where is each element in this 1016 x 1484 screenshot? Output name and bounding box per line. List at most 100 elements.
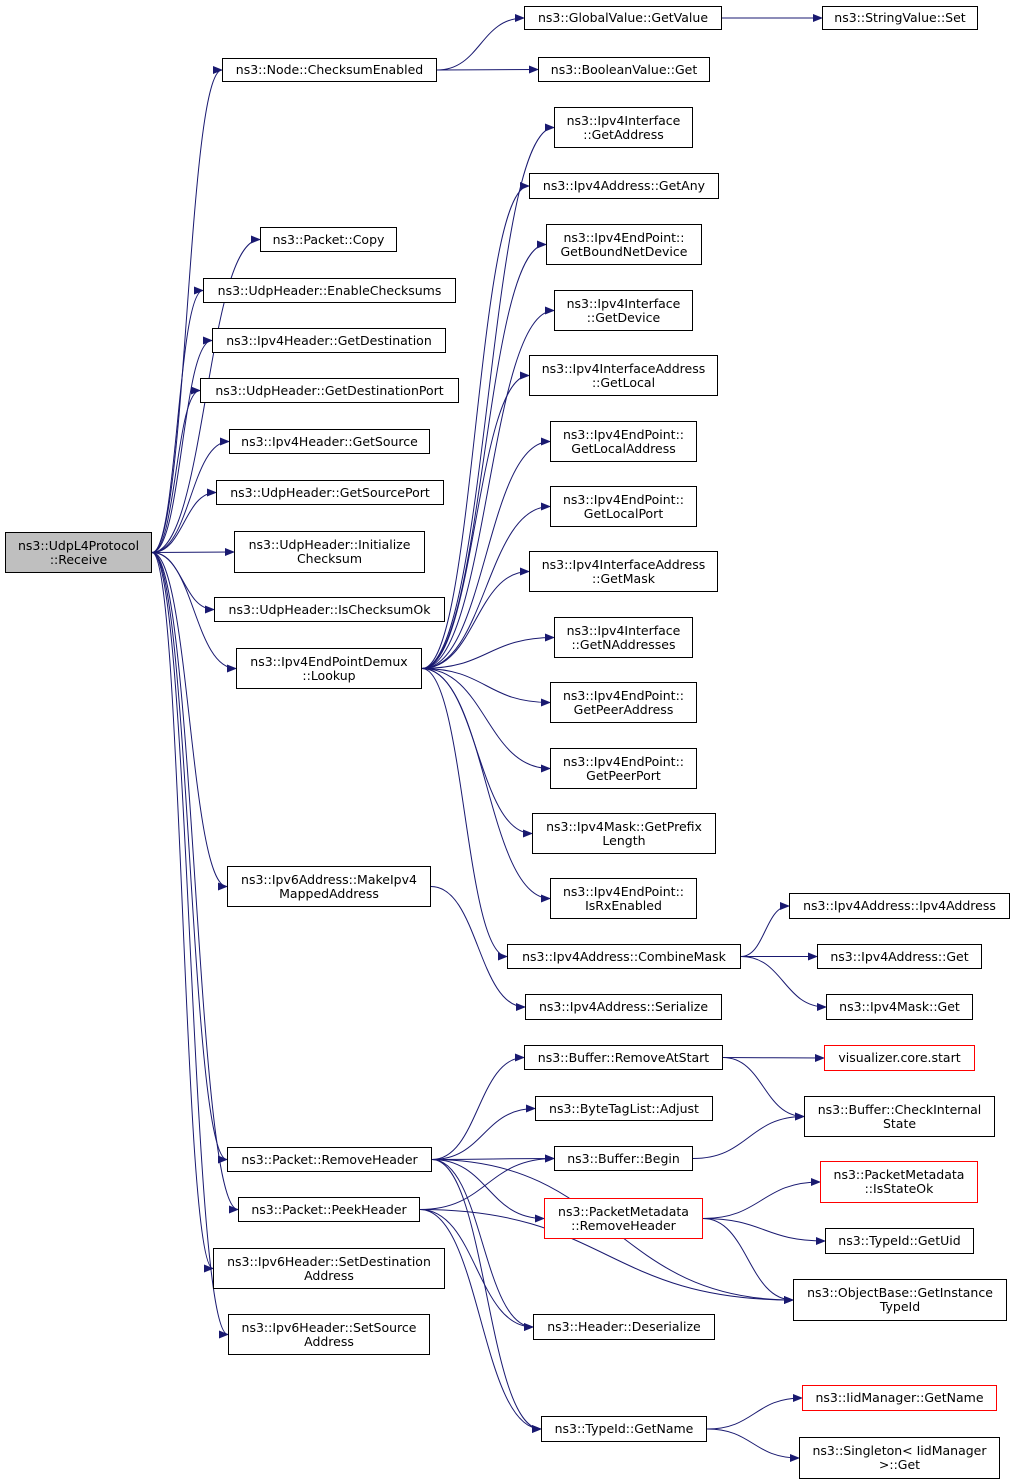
node-header-deserialize[interactable]: ns3::Header::Deserialize: [533, 1314, 715, 1340]
node-ipv6header-setsourceaddress[interactable]: ns3::Ipv6Header::SetSource Address: [228, 1314, 430, 1355]
edge-endpointdemux-lookup-to-endpoint-getlocaladdress: [421, 437, 551, 669]
node-typeid-getuid[interactable]: ns3::TypeId::GetUid: [825, 1228, 974, 1254]
node-endpoint-getboundnetdevice[interactable]: ns3::Ipv4EndPoint:: GetBoundNetDevice: [546, 224, 702, 265]
node-udpheader-getdestinationport[interactable]: ns3::UdpHeader::GetDestinationPort: [200, 378, 459, 403]
node-packetmetadata-isstateok[interactable]: ns3::PacketMetadata ::IsStateOk: [820, 1161, 978, 1203]
edge-ipv4address-combinemask-to-ipv4mask-get: [740, 956, 827, 1011]
edge-receive-to-packet-peekheader: [151, 552, 239, 1214]
edge-receive-to-ipv6header-setdestinationaddress: [151, 552, 214, 1273]
node-packet-removeheader[interactable]: ns3::Packet::RemoveHeader: [227, 1147, 432, 1172]
node-label: ns3::Ipv4Address::Get: [830, 948, 969, 964]
node-iidmanager-getname[interactable]: ns3::IidManager::GetName: [802, 1385, 997, 1411]
edge-ipv6address-makeipv4mappedaddress-to-ipv4address-serialize: [430, 886, 526, 1011]
node-buffer-removeatstart[interactable]: ns3::Buffer::RemoveAtStart: [524, 1045, 723, 1070]
node-label: ns3::Ipv4EndPoint:: GetPeerAddress: [563, 687, 684, 717]
node-ipv6address-makeipv4mappedaddress[interactable]: ns3::Ipv6Address::MakeIpv4 MappedAddress: [227, 866, 431, 907]
node-ipv4interface-getdevice[interactable]: ns3::Ipv4Interface ::GetDevice: [554, 290, 693, 331]
node-endpoint-getlocalport[interactable]: ns3::Ipv4EndPoint:: GetLocalPort: [550, 486, 697, 527]
node-label: ns3::Ipv4EndPoint:: GetLocalPort: [563, 491, 684, 521]
node-label: ns3::Buffer::Begin: [567, 1150, 680, 1166]
node-label: ns3::Ipv4Header::GetSource: [241, 433, 418, 449]
node-ipv4header-getsource[interactable]: ns3::Ipv4Header::GetSource: [229, 429, 430, 454]
edge-packet-peekheader-to-buffer-begin: [419, 1154, 555, 1210]
node-ipv4interface-getaddress[interactable]: ns3::Ipv4Interface ::GetAddress: [554, 107, 693, 148]
node-endpoint-getlocaladdress[interactable]: ns3::Ipv4EndPoint:: GetLocalAddress: [550, 421, 697, 462]
node-label: ns3::Ipv4Address::Serialize: [538, 999, 709, 1014]
node-label: ns3::Ipv4Header::GetDestination: [226, 332, 432, 348]
node-label: ns3::Ipv4EndPoint:: GetBoundNetDevice: [560, 229, 688, 259]
node-ipv4mask-getprefixlength[interactable]: ns3::Ipv4Mask::GetPrefix Length: [532, 813, 716, 854]
node-label: ns3::Ipv4Mask::Get: [839, 999, 960, 1014]
node-label: ns3::PacketMetadata ::IsStateOk: [833, 1167, 965, 1196]
node-label: ns3::Header::Deserialize: [547, 1319, 701, 1334]
node-ipv4address-getany[interactable]: ns3::Ipv4Address::GetAny: [529, 173, 719, 199]
node-checksum-enabled[interactable]: ns3::Node::ChecksumEnabled: [222, 58, 437, 82]
node-label: ns3::Ipv4EndPointDemux ::Lookup: [250, 653, 408, 683]
edge-endpointdemux-lookup-to-interfaceaddress-getmask: [421, 567, 530, 669]
node-udpheader-initializechecksum[interactable]: ns3::UdpHeader::Initialize Checksum: [234, 531, 425, 573]
node-interfaceaddress-getmask[interactable]: ns3::Ipv4InterfaceAddress ::GetMask: [529, 551, 718, 592]
node-label: ns3::Ipv6Header::SetSource Address: [241, 1319, 417, 1349]
node-globalvalue-getvalue[interactable]: ns3::GlobalValue::GetValue: [524, 6, 722, 30]
edge-typeid-getname-to-iidmanager-getname: [706, 1394, 803, 1430]
node-ipv4address-ipv4address[interactable]: ns3::Ipv4Address::Ipv4Address: [789, 893, 1010, 919]
node-label: ns3::Ipv4Mask::GetPrefix Length: [546, 818, 702, 848]
node-singleton-iidmanager-get[interactable]: ns3::Singleton< IidManager >::Get: [799, 1437, 1000, 1479]
node-label: ns3::PacketMetadata ::RemoveHeader: [558, 1203, 689, 1233]
node-packetmetadata-removeheader[interactable]: ns3::PacketMetadata ::RemoveHeader: [544, 1198, 703, 1239]
node-objectbase-getinstancetypeid[interactable]: ns3::ObjectBase::GetInstance TypeId: [793, 1279, 1007, 1321]
node-booleanvalue-get[interactable]: ns3::BooleanValue::Get: [538, 57, 710, 82]
node-ipv4header-getdestination[interactable]: ns3::Ipv4Header::GetDestination: [212, 328, 446, 353]
node-buffer-checkinternalstate[interactable]: ns3::Buffer::CheckInternal State: [804, 1096, 995, 1137]
node-visualizer-core-start[interactable]: visualizer.core.start: [824, 1045, 975, 1071]
node-bytetaglist-adjust[interactable]: ns3::ByteTagList::Adjust: [535, 1096, 713, 1121]
node-label: ns3::Node::ChecksumEnabled: [235, 62, 424, 77]
node-stringvalue-set[interactable]: ns3::StringValue::Set: [822, 6, 978, 30]
edge-endpointdemux-lookup-to-endpoint-isrxenabled: [421, 668, 551, 903]
node-label: ns3::Packet::PeekHeader: [251, 1201, 407, 1217]
node-label: ns3::Packet::Copy: [272, 231, 385, 247]
edge-endpointdemux-lookup-to-endpoint-getboundnetdevice: [421, 240, 547, 669]
node-buffer-begin[interactable]: ns3::Buffer::Begin: [554, 1146, 693, 1171]
edge-receive-to-endpointdemux-lookup: [151, 552, 237, 673]
node-packet-copy[interactable]: ns3::Packet::Copy: [260, 227, 397, 252]
node-receive[interactable]: ns3::UdpL4Protocol ::Receive: [5, 532, 152, 573]
node-udpheader-enablechecksums[interactable]: ns3::UdpHeader::EnableChecksums: [203, 278, 456, 303]
node-label: ns3::UdpHeader::Initialize Checksum: [248, 537, 411, 566]
node-label: ns3::Singleton< IidManager >::Get: [812, 1443, 987, 1472]
node-ipv6header-setdestinationaddress[interactable]: ns3::Ipv6Header::SetDestination Address: [213, 1248, 445, 1289]
edge-receive-to-udpheader-getsourceport: [151, 488, 217, 553]
node-label: ns3::Ipv6Address::MakeIpv4 MappedAddress: [241, 871, 417, 901]
edge-packet-removeheader-to-header-deserialize: [431, 1159, 534, 1331]
edge-ipv4address-combinemask-to-ipv4address-ipv4address: [740, 902, 790, 957]
node-udpheader-getsourceport[interactable]: ns3::UdpHeader::GetSourcePort: [216, 480, 444, 505]
node-label: ns3::Buffer::CheckInternal State: [817, 1101, 982, 1131]
node-label: ns3::TypeId::GetName: [554, 1421, 694, 1436]
node-label: ns3::Ipv4EndPoint:: GetPeerPort: [563, 753, 684, 783]
node-packet-peekheader[interactable]: ns3::Packet::PeekHeader: [238, 1197, 420, 1222]
node-ipv4interface-getnaddresses[interactable]: ns3::Ipv4Interface ::GetNAddresses: [554, 617, 693, 658]
node-udpheader-ischecksumok[interactable]: ns3::UdpHeader::IsChecksumOk: [214, 597, 445, 622]
node-interfaceaddress-getlocal[interactable]: ns3::Ipv4InterfaceAddress ::GetLocal: [529, 355, 718, 396]
node-ipv4mask-get[interactable]: ns3::Ipv4Mask::Get: [826, 994, 973, 1020]
edge-packetmetadata-removeheader-to-packetmetadata-isstateok: [702, 1178, 821, 1219]
edge-buffer-removeatstart-to-buffer-checkinternalstate: [722, 1057, 805, 1121]
edge-receive-to-packet-removeheader: [151, 552, 228, 1164]
edge-endpointdemux-lookup-to-endpoint-getpeerport: [421, 668, 551, 773]
edge-receive-to-udpheader-initializechecksum: [151, 548, 235, 557]
edge-endpointdemux-lookup-to-endpoint-getpeeraddress: [421, 668, 551, 707]
node-ipv4address-get[interactable]: ns3::Ipv4Address::Get: [817, 944, 982, 969]
node-ipv4address-combinemask[interactable]: ns3::Ipv4Address::CombineMask: [507, 944, 741, 969]
node-endpoint-isrxenabled[interactable]: ns3::Ipv4EndPoint:: IsRxEnabled: [550, 878, 697, 919]
node-label: ns3::Ipv6Header::SetDestination Address: [227, 1253, 431, 1283]
node-ipv4address-serialize[interactable]: ns3::Ipv4Address::Serialize: [525, 994, 722, 1020]
node-typeid-getname[interactable]: ns3::TypeId::GetName: [541, 1416, 707, 1442]
node-endpoint-getpeeraddress[interactable]: ns3::Ipv4EndPoint:: GetPeerAddress: [550, 682, 697, 723]
node-label: ns3::UdpHeader::EnableChecksums: [217, 282, 442, 298]
node-label: ns3::Ipv4EndPoint:: IsRxEnabled: [563, 883, 684, 913]
node-endpointdemux-lookup[interactable]: ns3::Ipv4EndPointDemux ::Lookup: [236, 648, 422, 689]
node-label: ns3::BooleanValue::Get: [550, 61, 698, 77]
node-endpoint-getpeerport[interactable]: ns3::Ipv4EndPoint:: GetPeerPort: [550, 748, 697, 789]
edge-receive-to-udpheader-getdestinationport: [151, 386, 201, 553]
